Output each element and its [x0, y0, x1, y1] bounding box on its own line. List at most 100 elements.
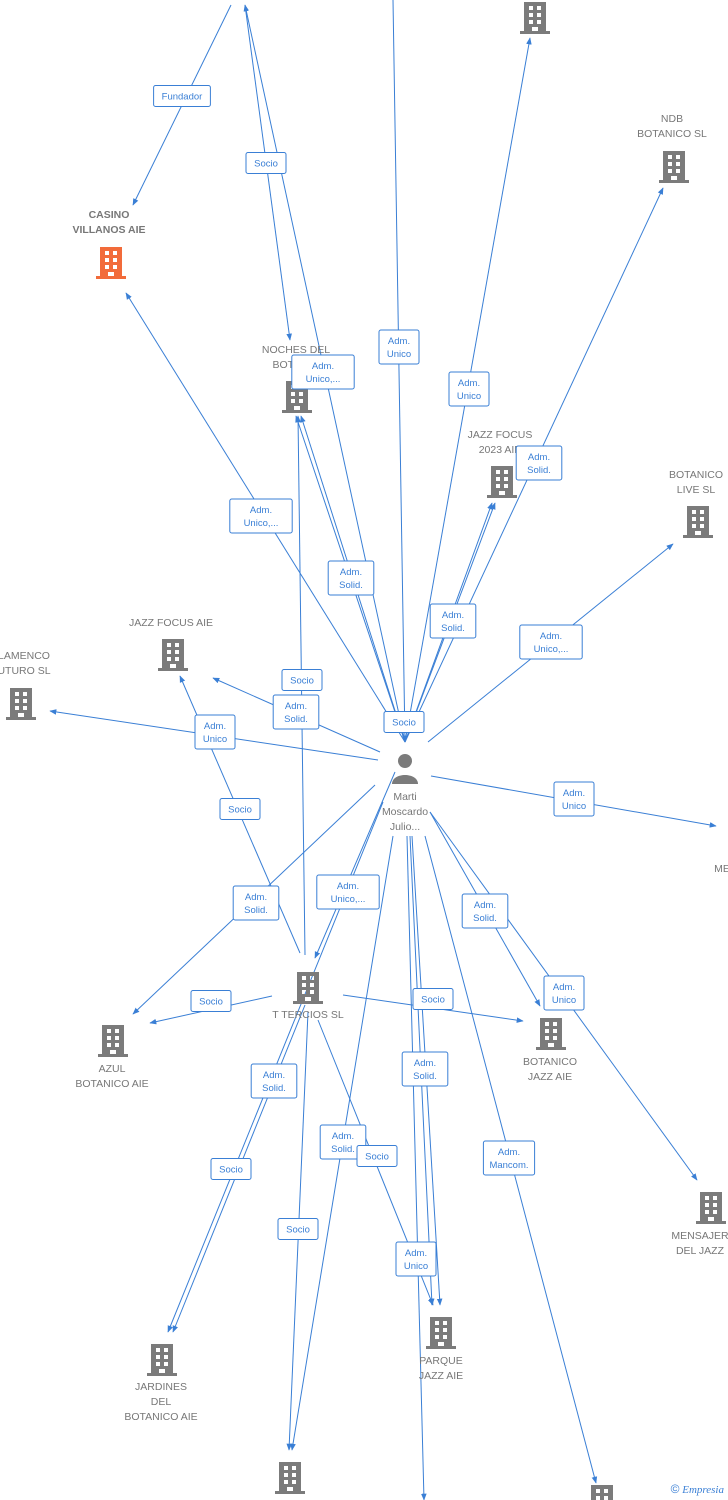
edge-label-text: Unico — [552, 995, 576, 1006]
edge-label-socio_top[interactable]: Socio — [245, 152, 287, 174]
node-bottom_mid[interactable] — [275, 1462, 305, 1494]
node-bottom_right[interactable] — [587, 1485, 617, 1500]
edge-label-text: Adm. — [204, 721, 226, 732]
edge-label-fundador[interactable]: Fundador — [153, 85, 211, 107]
edge-label-adm_unico_tercios[interactable]: Adm.Unico,... — [316, 874, 380, 910]
edge-label-adm_unico_me[interactable]: Adm.Unico — [553, 781, 595, 817]
edge-label-adm_unico_casino[interactable]: Adm. Unico,... — [229, 498, 293, 534]
node-me[interactable]: ME — [714, 863, 728, 875]
edge-label-text: Socio — [365, 1152, 389, 1163]
edge-label-text: Unico — [457, 391, 481, 402]
edge-label-socio_parque[interactable]: Socio — [356, 1145, 398, 1167]
edge-label-text: Socio — [392, 718, 416, 729]
edge-label-text: Adm. — [263, 1070, 285, 1081]
edge-label-adm_unico_top[interactable]: Adm.Unico — [378, 329, 420, 365]
node-label: DEL — [151, 1396, 172, 1408]
edge-label-text: Adm. — [458, 378, 480, 389]
edge-label-adm_solid_parque[interactable]: Adm.Solid. — [401, 1051, 449, 1087]
building-icon — [683, 506, 713, 538]
edge-label-adm_solid_2023[interactable]: Adm.Solid. — [515, 445, 563, 481]
edge-label-text: Adm. — [563, 788, 585, 799]
edge-label-text: Solid. — [413, 1071, 437, 1082]
edge-label-socio_jf[interactable]: Socio — [281, 669, 323, 691]
center-label: Julio... — [390, 821, 420, 833]
building-icon — [659, 151, 689, 183]
node-label: DEL JAZZ — [676, 1245, 725, 1257]
edge-label-text: Adm. — [528, 452, 550, 463]
building-icon — [147, 1344, 177, 1376]
edge-label-socio_tercios_jf[interactable]: Socio — [219, 798, 261, 820]
edge-label-adm_unico_parque[interactable]: Adm. Unico — [395, 1241, 437, 1277]
edge-label-adm_mancom[interactable]: Adm.Mancom. — [482, 1140, 536, 1176]
edge-label-text: Unico,... — [534, 644, 569, 655]
building-icon — [426, 1317, 456, 1349]
edge-label-adm_solid_2023b[interactable]: Adm.Solid. — [429, 603, 477, 639]
edge-label-socio_jard[interactable]: Socio — [210, 1158, 252, 1180]
node-label: LIVE SL — [677, 484, 716, 496]
edge-label-text: Socio — [421, 995, 445, 1006]
empresia-credit[interactable]: © Empresia — [671, 1482, 724, 1496]
edge-label-text: Adm. — [405, 1248, 427, 1259]
edge-label-adm_unico_mens[interactable]: Adm. Unico — [543, 975, 585, 1011]
edge-label-text: Socio — [290, 676, 314, 687]
edge-label-adm_solid_botjazz[interactable]: Adm.Solid. — [461, 893, 509, 929]
building-icon — [98, 1025, 128, 1057]
edge-label-text: Solid. — [473, 913, 497, 924]
edge-label-adm_solid_jard[interactable]: Adm.Solid. — [250, 1063, 298, 1099]
node-tercios[interactable]: T TERCIOS SL — [272, 972, 344, 1021]
edge-label-text: Adm. — [388, 336, 410, 347]
node-label: JAZZ FOCUS AIE — [129, 617, 213, 629]
node-label: BOTANICO AIE — [75, 1078, 148, 1090]
copyright-symbol: © — [670, 1482, 680, 1496]
edge-label-adm_unico_noches[interactable]: Adm. Unico,... — [291, 354, 355, 390]
edge-label-adm_unico_live[interactable]: Adm.Unico,... — [519, 624, 583, 660]
edge-label-socio_azul[interactable]: Socio — [190, 990, 232, 1012]
edge-label-text: Unico,... — [306, 374, 341, 385]
node-label: JAZZ AIE — [419, 1370, 463, 1382]
edge-label-adm_solid_noches[interactable]: Adm. Solid. — [327, 560, 375, 596]
edge-label-text: Adm. — [553, 982, 575, 993]
node-label: MENSAJER — [671, 1230, 728, 1242]
edge-label-socio_center[interactable]: Socio — [383, 711, 425, 733]
edge-label-text: Adm. — [285, 701, 307, 712]
building-icon — [696, 1192, 726, 1224]
edge-label-adm_solid_bm[interactable]: Adm.Solid. — [319, 1124, 367, 1160]
edge-label-text: Unico,... — [244, 518, 279, 529]
edge-label-text: Adm. — [340, 567, 362, 578]
edge-label-text: Solid. — [441, 623, 465, 634]
edge-label-adm_solid_azul[interactable]: Adm.Solid. — [232, 885, 280, 921]
node-label: BOTANICO SL — [637, 128, 707, 140]
building-icon — [158, 639, 188, 671]
edge-label-text: Adm. — [250, 505, 272, 516]
edge-label-text: Unico — [404, 1261, 428, 1272]
node-label: ME — [714, 863, 728, 875]
node-label: NOCHES DEL — [262, 344, 330, 356]
node-mensajero[interactable]: MENSAJER DEL JAZZ — [671, 1192, 728, 1257]
edge-label-adm_unico_ndb[interactable]: Adm. Unico — [448, 371, 490, 407]
edge-label-adm_unico_flam[interactable]: Adm.Unico — [194, 714, 236, 750]
node-jazzfocus[interactable]: JAZZ FOCUS AIE — [129, 617, 213, 671]
edge-label-adm_solid_jf[interactable]: Adm.Solid. — [272, 694, 320, 730]
edge-label-text: Socio — [219, 1165, 243, 1176]
edge-label-text: Solid. — [331, 1144, 355, 1155]
edge-label-text: Adm. — [312, 361, 334, 372]
edge-label-text: Socio — [228, 805, 252, 816]
center-person[interactable]: MartiMoscardoJulio... — [382, 754, 428, 833]
node-top_right[interactable] — [520, 2, 550, 34]
building-icon — [275, 1462, 305, 1494]
edge-label-socio_botjazz[interactable]: Socio — [412, 988, 454, 1010]
edge-label-socio_bm[interactable]: Socio — [277, 1218, 319, 1240]
node-label: CASINO — [89, 209, 130, 221]
building-icon — [293, 972, 323, 1004]
edge-label-text: Solid. — [339, 580, 363, 591]
